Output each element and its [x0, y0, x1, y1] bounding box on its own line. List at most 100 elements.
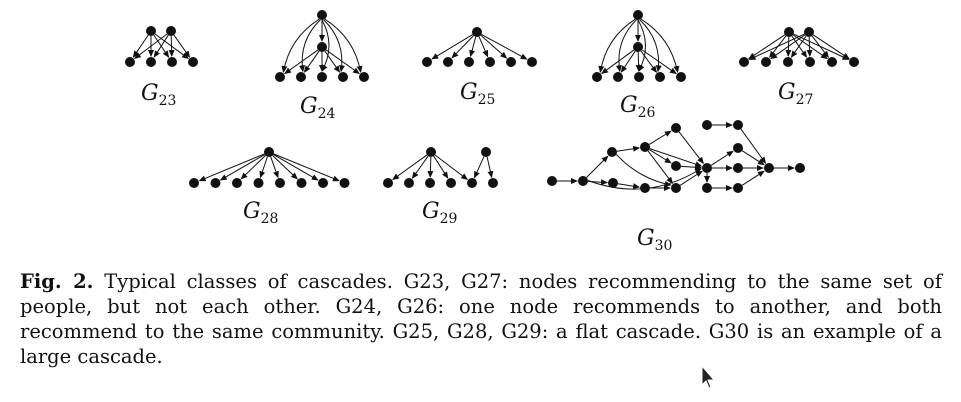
g26-edge	[641, 49, 677, 75]
g30-node	[671, 123, 681, 133]
g28-node	[253, 178, 264, 188]
g30-edge	[741, 170, 765, 186]
g26-node	[592, 72, 602, 82]
g30-edge	[680, 164, 703, 171]
g30-edge	[586, 155, 609, 178]
g28-node	[275, 178, 285, 188]
g27-node	[827, 57, 837, 67]
cascade-figure: G23 G24 G25 G26 G27 G28 G29 G30	[125, 10, 859, 254]
g29-edge	[392, 154, 428, 181]
g23-node	[188, 57, 198, 67]
g25-node	[422, 57, 432, 67]
g23-node-parent	[146, 26, 156, 36]
g30-node	[640, 183, 650, 193]
g30-node	[733, 143, 743, 153]
g27-edge	[770, 34, 806, 60]
g27-node	[783, 57, 793, 67]
g24-edge	[284, 49, 319, 75]
label-g26: G26	[620, 93, 655, 121]
g29-node	[425, 178, 435, 188]
g30-edge	[678, 131, 704, 165]
g24-edge	[325, 49, 360, 75]
label-g23: G23	[141, 81, 176, 109]
g25-node	[443, 57, 453, 67]
g30-node	[640, 142, 650, 152]
g24-edge	[303, 50, 320, 73]
g29-edge	[434, 154, 469, 180]
g24-edge	[324, 18, 363, 74]
g24-edge	[299, 19, 321, 73]
g29-node	[446, 178, 456, 188]
g26-edge	[635, 51, 642, 73]
g30-node	[795, 163, 805, 173]
g30-node	[733, 183, 743, 193]
g23-node-parent	[166, 26, 176, 36]
g30-edge	[615, 154, 672, 187]
g26-edge	[637, 19, 646, 72]
g29-node-parent	[481, 147, 491, 157]
g28-node	[296, 178, 307, 188]
g24-edge	[321, 19, 330, 72]
g30-edge	[647, 150, 673, 185]
g26-node-parent	[633, 10, 643, 20]
g23-node	[125, 57, 135, 67]
g25-node	[464, 57, 474, 67]
g28-node	[210, 178, 221, 188]
g25-edge	[481, 33, 528, 60]
g30-node	[733, 163, 743, 173]
g29-edge	[433, 155, 449, 179]
g30-node	[671, 161, 681, 171]
g27-edge	[811, 35, 829, 59]
g30-node	[547, 176, 557, 186]
g28-node	[189, 178, 199, 188]
g27-edge	[748, 34, 786, 60]
g24-edge	[323, 19, 345, 73]
g28-edge	[273, 153, 340, 182]
g26-edge	[615, 19, 637, 73]
g28-edge	[219, 154, 265, 181]
g26-node	[634, 72, 644, 82]
g28-edge	[259, 156, 268, 179]
g28-edge	[240, 155, 266, 180]
g30-edge	[740, 128, 767, 164]
g24-edge	[281, 18, 320, 74]
g26-edge	[601, 49, 635, 75]
g30-node	[608, 178, 618, 188]
g26-edge	[640, 50, 658, 73]
g29-node	[488, 178, 498, 188]
g30-node	[764, 163, 774, 173]
g25-node	[527, 57, 537, 67]
g23-node	[167, 57, 177, 67]
g29-edge	[427, 156, 434, 179]
g30-edge	[649, 130, 672, 145]
g25-node	[485, 57, 495, 67]
g29-edge	[486, 156, 494, 179]
g26-node	[676, 72, 686, 82]
g26-edge	[639, 19, 662, 73]
g30-node	[607, 147, 617, 157]
g23-edge	[133, 33, 168, 59]
g30-edge	[710, 150, 734, 166]
label-g24: G24	[300, 94, 335, 122]
g23-edge	[168, 35, 175, 58]
g25-edge	[480, 34, 508, 59]
g29-node	[383, 178, 393, 188]
g25-node-parent	[472, 27, 482, 37]
g25-edge	[451, 35, 474, 59]
g30-node	[578, 176, 588, 186]
g27-edge	[812, 34, 850, 60]
g23-edge	[153, 34, 169, 58]
g30-node	[702, 120, 712, 130]
g28-edge	[272, 155, 298, 180]
g30-edge	[616, 145, 641, 152]
g27-edge	[748, 33, 805, 60]
label-g30: G30	[637, 226, 672, 254]
g30-edge	[741, 150, 765, 166]
g28-edge	[273, 154, 319, 181]
g30-node	[702, 163, 712, 173]
g28-node	[339, 178, 350, 188]
g26-node-parent	[633, 42, 643, 52]
g24-node-parent	[317, 42, 327, 52]
g24-node	[275, 72, 285, 82]
g27-edge	[806, 36, 813, 58]
